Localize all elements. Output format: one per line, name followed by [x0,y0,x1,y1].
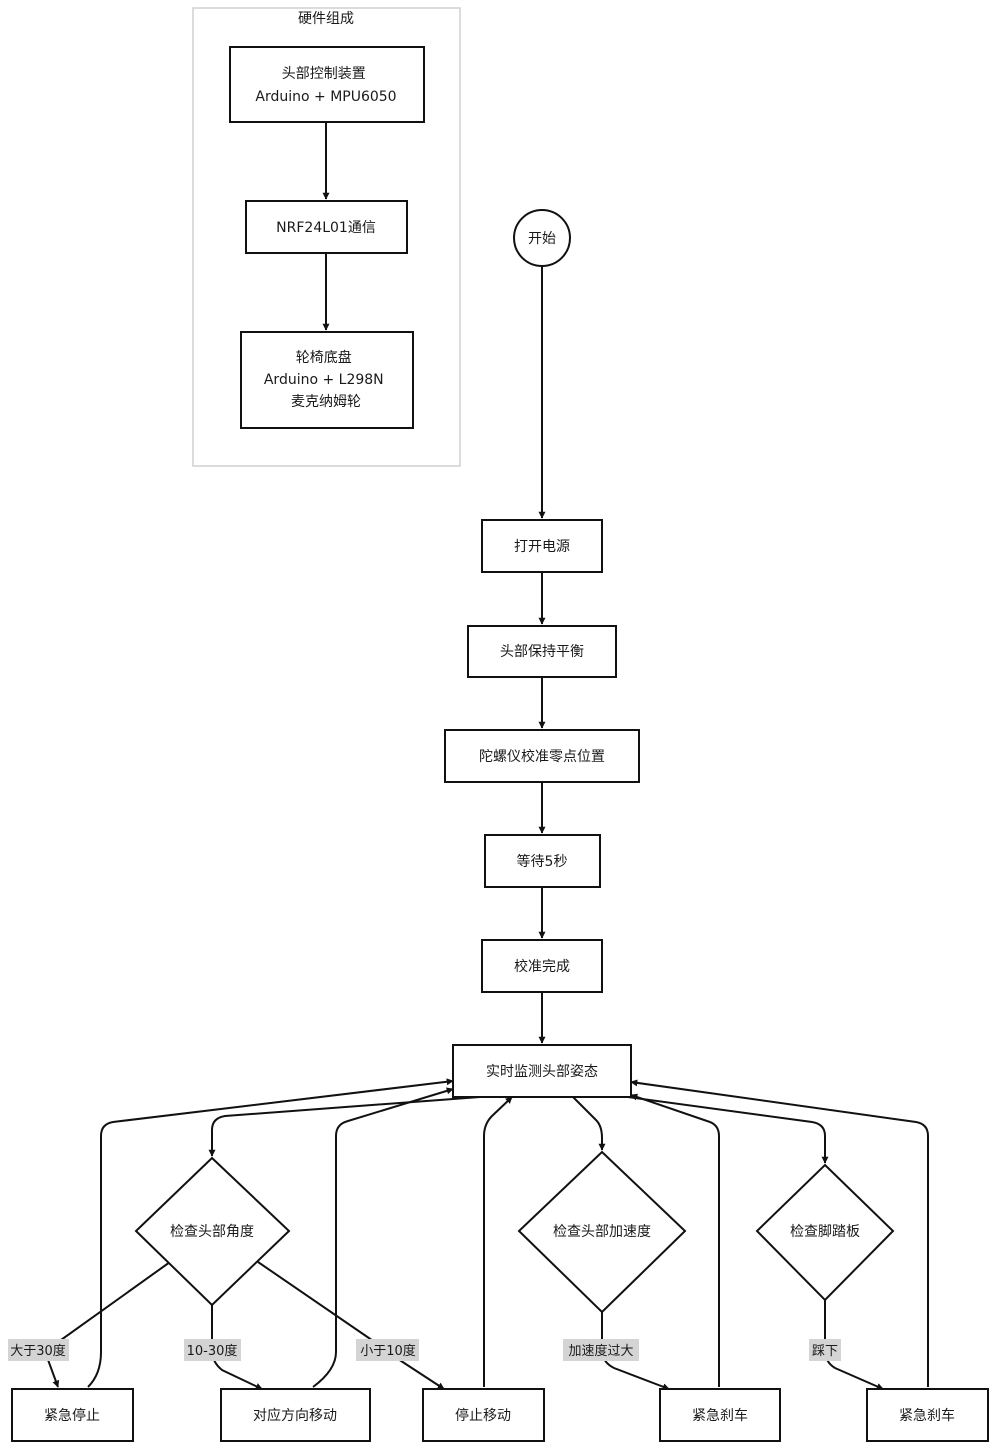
hardware-group-title: 硬件组成 [298,11,354,27]
edge-label-accel-high: 加速度过大 [563,1339,639,1361]
node-stop-moving: 停止移动 [422,1388,545,1442]
node-calib-done-label: 校准完成 [514,958,570,975]
node-start-label: 开始 [528,231,556,247]
node-move-direction: 对应方向移动 [220,1388,371,1442]
edge-angle-to-stop [257,1261,445,1390]
decision-check-accel: 检查头部加速度 [517,1150,687,1314]
node-emergency-brake-2: 紧急刹车 [866,1388,989,1442]
node-stop-moving-label: 停止移动 [455,1407,511,1424]
svg-text:头部控制装置 Arduino + MPU60: 头部控制装置 Arduino + MPU6050 [255,66,396,105]
edge-label-pedal-down: 踩下 [809,1339,841,1361]
node-monitor: 实时监测头部姿态 [452,1044,632,1098]
node-power-label: 打开电源 [514,538,570,555]
node-monitor-label: 实时监测头部姿态 [486,1064,598,1080]
edge-label-lt10: 小于10度 [356,1339,419,1361]
node-move-direction-label: 对应方向移动 [253,1407,337,1424]
edge-monitor-to-check-accel [572,1096,606,1151]
node-emergency-brake-1: 紧急刹车 [659,1388,781,1442]
node-nrf-label: NRF24L01通信 [276,220,376,236]
node-balance: 头部保持平衡 [467,625,617,678]
edge-label-gt30-text: 大于30度 [10,1343,66,1359]
node-wait-label: 等待5秒 [517,853,568,870]
edge-label-pedal-down-text: 踩下 [812,1344,838,1359]
node-chassis-line-1: 轮椅底盘 [296,349,352,366]
edge-label-lt10-text: 小于10度 [360,1343,416,1359]
node-power: 打开电源 [481,519,603,573]
decision-check-pedal: 检查脚踏板 [755,1163,895,1302]
edge-estop-to-monitor [87,1078,454,1388]
edge-stop-to-monitor [483,1096,513,1387]
node-head-control-line-2: Arduino + MPU6050 [255,89,396,105]
edge-monitor-to-check-pedal [627,1096,829,1164]
decision-check-angle: 检查头部角度 [134,1156,291,1307]
decision-check-pedal-label: 检查脚踏板 [790,1224,860,1240]
edge-brake2-to-monitor [630,1079,929,1387]
edge-brake1-to-monitor [630,1093,720,1387]
node-balance-label: 头部保持平衡 [500,644,584,660]
decision-check-angle-label: 检查头部角度 [170,1224,254,1240]
edge-labels: 大于30度 10-30度 小于10度 加速度过大 踩下 [8,1339,841,1361]
edge-label-10-30: 10-30度 [184,1339,241,1361]
node-calibrate-label: 陀螺仪校准零点位置 [479,748,605,765]
node-head-control: 头部控制装置 Arduino + MPU6050 [229,46,425,123]
edge-angle-to-estop [44,1261,171,1388]
edge-monitor-to-check-angle [208,1096,481,1157]
node-calib-done: 校准完成 [481,939,603,993]
node-chassis-line-3: 麦克纳姆轮 [291,394,361,410]
edge-label-10-30-text: 10-30度 [187,1343,238,1359]
node-start: 开始 [513,209,571,267]
node-calibrate: 陀螺仪校准零点位置 [444,729,640,783]
node-chassis: 轮椅底盘 Arduino + L298N 麦克纳姆轮 [240,331,414,429]
node-head-control-line-1: 头部控制装置 [282,66,366,82]
edge-move-dir-to-monitor [312,1087,454,1388]
node-emergency-stop-label: 紧急停止 [44,1407,100,1424]
node-emergency-stop: 紧急停止 [11,1388,134,1442]
svg-text:轮椅底盘 Arduino + L298N: 轮椅底盘 Arduino + L298N 麦克纳姆轮 [264,349,388,410]
node-emergency-brake-2-label: 紧急刹车 [899,1407,955,1424]
node-emergency-brake-1-label: 紧急刹车 [692,1407,748,1424]
node-chassis-line-2: Arduino + L298N [264,372,384,388]
node-nrf: NRF24L01通信 [245,200,408,254]
nodes: 头部控制装置 Arduino + MPU6050 NRF24L01通信 轮椅底盘… [11,46,989,1442]
decision-check-accel-label: 检查头部加速度 [553,1224,651,1240]
node-wait: 等待5秒 [484,834,601,888]
edge-label-accel-high-text: 加速度过大 [568,1343,633,1359]
edge-label-gt30: 大于30度 [8,1339,69,1361]
